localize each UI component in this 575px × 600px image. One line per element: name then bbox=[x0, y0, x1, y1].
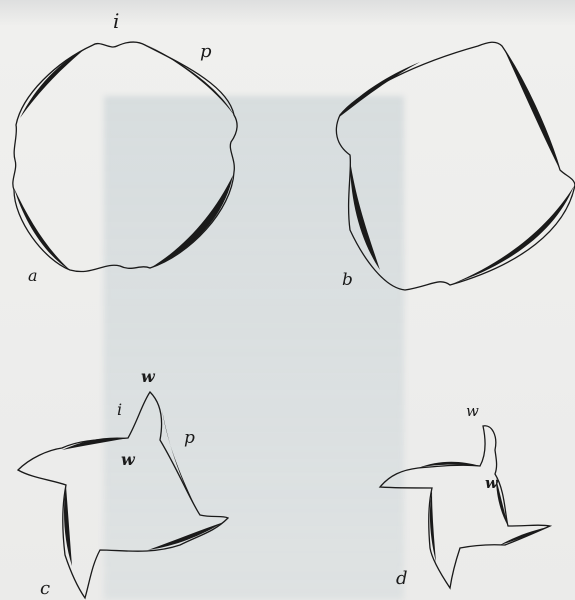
panel-a-thick-lower-left-arc bbox=[14, 188, 70, 270]
panel-a-thick-left-arc bbox=[20, 48, 86, 118]
panel-d: w w d bbox=[380, 402, 550, 589]
panel-a-annotation-i: i bbox=[113, 9, 119, 33]
panel-d-annotation-w-inner: w bbox=[485, 474, 499, 492]
panel-b-thick-lower-right-arc bbox=[452, 186, 574, 284]
panel-c-annotation-w-top: w bbox=[141, 367, 156, 386]
panel-d-outline bbox=[380, 426, 550, 588]
panel-c-label: c bbox=[40, 578, 50, 599]
panel-a-thick-right-arc bbox=[147, 45, 234, 115]
panel-a-label: a bbox=[28, 266, 38, 285]
panel-c: w i p w c bbox=[18, 367, 228, 599]
panel-b: b bbox=[336, 42, 575, 290]
panel-a-thick-lower-right-arc bbox=[150, 175, 233, 268]
panel-b-label: b bbox=[342, 270, 353, 290]
panel-d-annotation-w-top: w bbox=[466, 402, 479, 420]
panel-b-thick-right-arc bbox=[503, 47, 560, 170]
panel-a: i p a bbox=[13, 9, 237, 285]
panel-c-outline bbox=[18, 392, 228, 598]
panel-a-outline bbox=[13, 42, 237, 271]
panel-c-annotation-p: p bbox=[184, 428, 195, 448]
panel-c-thick-arm-right bbox=[162, 410, 198, 512]
panel-c-annotation-w-inner: w bbox=[121, 450, 136, 469]
panel-c-annotation-i: i bbox=[117, 400, 122, 419]
panel-b-thick-lower-left-arc bbox=[350, 160, 380, 270]
panel-c-thick-arm-bottom bbox=[148, 522, 224, 550]
panel-d-thick-arm-bottom bbox=[500, 527, 548, 545]
panel-a-annotation-p: p bbox=[200, 41, 212, 62]
panel-d-label: d bbox=[396, 568, 408, 589]
